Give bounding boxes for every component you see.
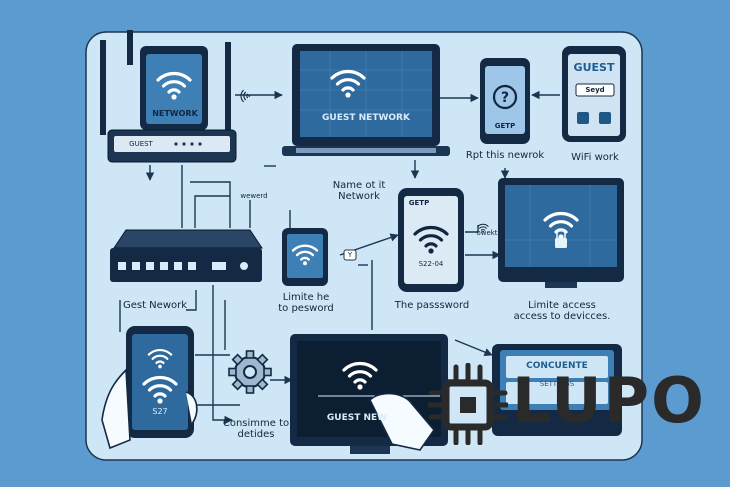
watermark-text: LUPO [512,364,706,437]
gear-caption: Consimme to detides [222,418,290,440]
router-badge: GUEST [129,140,153,148]
router-modem [110,229,263,282]
handheld-code: S27 [152,407,168,416]
right-tag: owekt [476,229,498,237]
phone-center [398,188,464,292]
monitor-top [282,44,450,156]
center-phone-code: S22-04 [418,260,444,268]
hand-icon [101,368,131,450]
monitor-screen-label: GUEST NETWORK [322,113,410,123]
small-tag: Y [347,251,353,259]
tablet-title: CONCUENTE [526,361,588,371]
question-icon [492,84,518,110]
tag-box [343,249,357,261]
guest-tablet-field: Seyd [585,86,605,94]
wifi-work-caption: WiFi work [571,152,619,163]
bottom-monitor-label: GUEST NEW [326,413,388,423]
guest-tablet-title: GUEST [573,61,615,74]
lupo-watermark: LUPO [428,363,730,445]
phone-top-caption: Rpt this newrok [465,150,545,161]
pointing-hand-icon [369,392,436,451]
limit-access-caption: Limite access access to devicces. [513,300,611,322]
phone-small [282,228,328,286]
monitor-bottom [290,334,448,454]
phone-top: ? [480,58,530,144]
center-phone-label: GETP [408,199,430,207]
router-tag: wewerd [240,192,268,200]
phone-top-label: GETP [494,122,516,130]
lock-icon [555,229,567,248]
name-caption: Name ot it Network [332,180,386,202]
tablet-sub: SETTINGS [539,380,575,388]
tablet-bottom [492,344,622,436]
router-top-left [100,30,237,163]
phone-handheld [101,326,198,450]
router-screen-label: NETWORK [152,109,198,118]
connector-lines [119,90,560,425]
svg-text:?: ? [501,90,509,106]
chip-icon [428,363,508,445]
modem-caption: Gest Nework [122,300,188,311]
small-phone-caption: Limite he to pesword [278,292,334,314]
gear-icon [228,350,272,394]
password-caption: The passsword [394,300,470,311]
guest-tablet [562,46,626,142]
monitor-lock [498,178,624,288]
